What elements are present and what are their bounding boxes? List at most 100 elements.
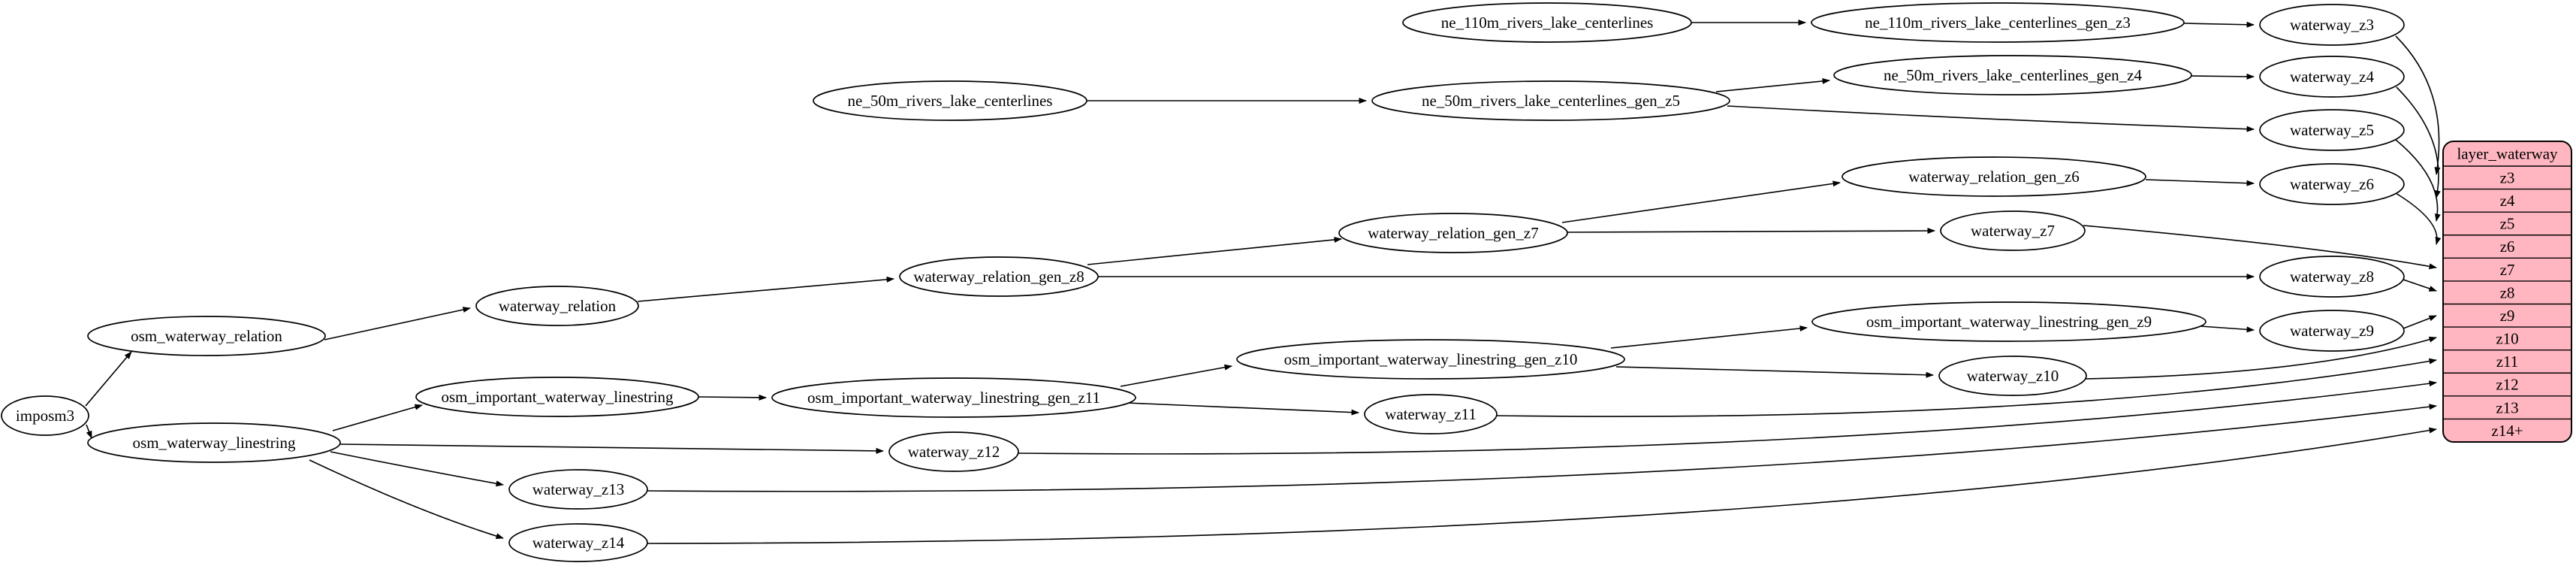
node-label-ne_110m_rivers_lake_centerlines: ne_110m_rivers_lake_centerlines (1441, 14, 1654, 32)
node-waterway_relation_gen_z8: waterway_relation_gen_z8 (899, 256, 1099, 297)
node-waterway_z14: waterway_z14 (508, 523, 648, 562)
edge-waterway_z5-to-layer_waterway.z5 (2395, 139, 2441, 222)
edge-osm_waterway_linestring-to-waterway_z12 (339, 443, 884, 454)
node-waterway_z9: waterway_z9 (2259, 310, 2405, 352)
record-row-z3: z3 (2500, 168, 2515, 186)
node-label-waterway_z9: waterway_z9 (2290, 322, 2374, 340)
node-ellipse-waterway_z9 (2259, 310, 2405, 352)
node-label-waterway_relation_gen_z8: waterway_relation_gen_z8 (913, 268, 1084, 286)
node-label-ne_50m_rivers_lake_centerlines_gen_z4: ne_50m_rivers_lake_centerlines_gen_z4 (1884, 66, 2143, 84)
node-label-imposm3: imposm3 (16, 407, 74, 425)
node-ellipse-ne_50m_rivers_lake_centerlines_gen_z5 (1371, 80, 1730, 121)
record-row-z7: z7 (2500, 261, 2515, 279)
node-label-waterway_z5: waterway_z5 (2290, 121, 2374, 139)
node-ellipse-ne_50m_rivers_lake_centerlines_gen_z4 (1833, 55, 2192, 95)
node-ellipse-waterway_z8 (2259, 256, 2405, 298)
node-label-ne_110m_rivers_lake_centerlines_gen_z3: ne_110m_rivers_lake_centerlines_gen_z3 (1865, 14, 2131, 32)
node-label-waterway_z7: waterway_z7 (1971, 222, 2055, 240)
edge-osm_waterway_linestring-to-waterway_z14 (309, 459, 504, 540)
node-waterway_z6: waterway_z6 (2259, 163, 2405, 205)
node-waterway_z12: waterway_z12 (888, 431, 1019, 472)
record-row-z6: z6 (2500, 238, 2515, 256)
node-ellipse-waterway_relation_gen_z6 (1842, 156, 2146, 197)
node-label-osm_important_waterway_linestring_gen_z11: osm_important_waterway_linestring_gen_z1… (807, 389, 1100, 407)
node-ellipse-waterway_relation (475, 286, 639, 326)
edge-waterway_z9-to-layer_waterway.z9 (2403, 315, 2437, 329)
node-ellipse-waterway_z11 (1364, 394, 1498, 434)
node-waterway_z3: waterway_z3 (2259, 4, 2405, 46)
edge-ne_110m_rivers_lake_centerlines_gen_z3-to-waterway_z3 (2183, 21, 2255, 28)
edges-layer (85, 20, 2442, 544)
edge-osm_waterway_linestring-to-waterway_z13 (330, 451, 504, 487)
node-waterway_relation: waterway_relation (475, 286, 639, 326)
node-imposm3: imposm3 (1, 395, 89, 436)
node-ellipse-waterway_z10 (1938, 356, 2087, 396)
node-label-waterway_relation_gen_z6: waterway_relation_gen_z6 (1908, 168, 2079, 186)
node-waterway_z4: waterway_z4 (2259, 56, 2405, 98)
node-waterway_z13: waterway_z13 (508, 469, 648, 510)
node-ellipse-waterway_z3 (2259, 4, 2405, 46)
node-ellipse-osm_important_waterway_linestring_gen_z10 (1236, 339, 1625, 380)
node-ne_110m_rivers_lake_centerlines_gen_z3: ne_110m_rivers_lake_centerlines_gen_z3 (1811, 2, 2185, 43)
node-waterway_z8: waterway_z8 (2259, 256, 2405, 298)
record-title: layer_waterway (2457, 145, 2558, 163)
node-ellipse-osm_important_waterway_linestring_gen_z11 (771, 377, 1136, 418)
edge-imposm3-to-osm_waterway_relation (85, 351, 132, 407)
edge-waterway_relation_gen_z7-to-waterway_relation_gen_z6 (1561, 180, 1841, 223)
edge-waterway_relation_gen_z7-to-waterway_z7 (1567, 228, 1935, 235)
node-ellipse-osm_important_waterway_linestring (415, 377, 699, 417)
edge-osm_important_waterway_linestring_gen_z10-to-waterway_z10 (1615, 366, 1934, 378)
node-ellipse-waterway_relation_gen_z8 (899, 256, 1099, 297)
node-ellipse-waterway_z6 (2259, 163, 2405, 205)
node-ellipse-imposm3 (1, 395, 89, 436)
node-ne_50m_rivers_lake_centerlines_gen_z5: ne_50m_rivers_lake_centerlines_gen_z5 (1371, 80, 1730, 121)
record-row-z12: z12 (2496, 376, 2518, 394)
node-ellipse-ne_50m_rivers_lake_centerlines (813, 80, 1087, 121)
node-label-waterway_z8: waterway_z8 (2290, 268, 2374, 286)
edge-osm_important_waterway_linestring_gen_z11-to-waterway_z11 (1126, 402, 1359, 416)
node-label-waterway_z14: waterway_z14 (532, 534, 625, 552)
node-osm_waterway_relation: osm_waterway_relation (87, 316, 326, 356)
edge-osm_waterway_linestring-to-osm_important_waterway_linestring (332, 404, 423, 431)
node-waterway_z7: waterway_z7 (1940, 210, 2086, 251)
node-label-waterway_z6: waterway_z6 (2290, 175, 2374, 193)
node-label-waterway_relation: waterway_relation (499, 297, 617, 315)
node-ellipse-osm_important_waterway_linestring_gen_z9 (1811, 301, 2206, 342)
node-ellipse-ne_110m_rivers_lake_centerlines (1402, 2, 1692, 43)
edge-osm_important_waterway_linestring_gen_z9-to-waterway_z9 (2200, 325, 2255, 333)
node-label-waterway_z13: waterway_z13 (532, 480, 624, 498)
record-row-z13: z13 (2496, 398, 2518, 416)
node-label-waterway_z4: waterway_z4 (2290, 68, 2374, 86)
edge-waterway_z14-to-layer_waterway.z14+ (647, 427, 2437, 544)
node-label-osm_waterway_relation: osm_waterway_relation (131, 327, 282, 345)
edge-waterway_z13-to-layer_waterway.z13 (647, 404, 2437, 492)
record-row-z9: z9 (2500, 307, 2515, 325)
node-ellipse-osm_waterway_linestring (87, 422, 341, 463)
record-row-z8: z8 (2500, 283, 2515, 301)
node-label-osm_important_waterway_linestring_gen_z10: osm_important_waterway_linestring_gen_z1… (1284, 350, 1578, 368)
node-waterway_relation_gen_z7: waterway_relation_gen_z7 (1338, 213, 1568, 253)
edge-osm_important_waterway_linestring-to-osm_important_waterway_linestring_gen_z11 (698, 394, 767, 401)
record-row-z10: z10 (2496, 330, 2518, 348)
edge-osm_important_waterway_linestring_gen_z11-to-osm_important_waterway_linestring_gen_z10 (1120, 364, 1232, 387)
edge-ne_50m_rivers_lake_centerlines_gen_z5-to-waterway_z5 (1727, 105, 2255, 132)
edge-waterway_z4-to-layer_waterway.z4 (2396, 86, 2441, 198)
edge-ne_50m_rivers_lake_centerlines_gen_z5-to-ne_50m_rivers_lake_centerlines_gen_z4 (1715, 77, 1830, 92)
nodes-layer: imposm3 osm_waterway_relation osm_waterway… (1, 2, 2405, 562)
edge-waterway_z6-to-layer_waterway.z6 (2395, 192, 2442, 245)
node-ne_50m_rivers_lake_centerlines_gen_z4: ne_50m_rivers_lake_centerlines_gen_z4 (1833, 55, 2192, 95)
node-ellipse-waterway_z12 (888, 431, 1019, 472)
record-row-z11: z11 (2496, 353, 2519, 371)
node-osm_important_waterway_linestring_gen_z10: osm_important_waterway_linestring_gen_z1… (1236, 339, 1625, 380)
node-osm_waterway_linestring: osm_waterway_linestring (87, 422, 341, 463)
node-label-waterway_z3: waterway_z3 (2290, 16, 2374, 34)
edge-waterway_z11-to-layer_waterway.z11 (1496, 358, 2437, 417)
node-osm_important_waterway_linestring: osm_important_waterway_linestring (415, 377, 699, 417)
node-label-ne_50m_rivers_lake_centerlines: ne_50m_rivers_lake_centerlines (848, 92, 1053, 110)
node-label-osm_waterway_linestring: osm_waterway_linestring (133, 434, 296, 452)
edge-waterway_relation-to-waterway_relation_gen_z8 (637, 276, 894, 302)
edge-ne_50m_rivers_lake_centerlines_gen_z4-to-waterway_z4 (2191, 73, 2255, 80)
edge-waterway_z7-to-layer_waterway.z7 (2083, 225, 2437, 270)
